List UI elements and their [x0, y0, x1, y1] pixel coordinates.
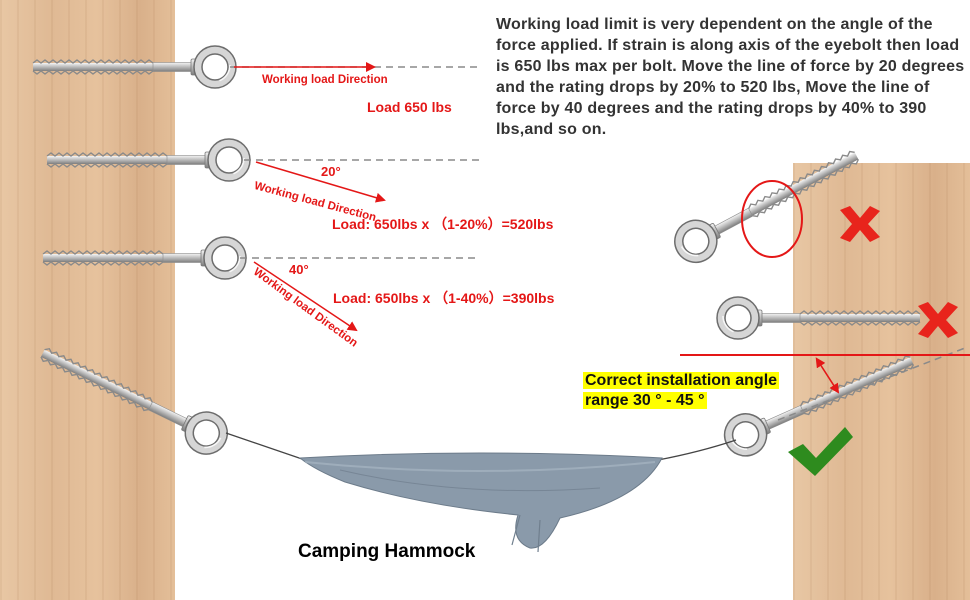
- x-mark-icon: [840, 206, 880, 242]
- load-label-row1: Load 650 lbs: [367, 99, 452, 115]
- info-text: Working load limit is very dependent on …: [496, 16, 965, 138]
- check-mark-icon: [788, 427, 853, 476]
- eyebolt-hammock-left: [35, 336, 230, 456]
- load-label-row2: Load: 650lbs x （1-20%）=520lbs: [332, 216, 554, 232]
- angle-label-row2: 20°: [321, 164, 341, 179]
- direction-label-row1: Working load Direction: [262, 74, 388, 86]
- wood-post-left: [0, 0, 175, 600]
- direction-arrow-row3: [253, 261, 358, 332]
- angle-arrow: [815, 357, 840, 394]
- direction-arrow-row2: [255, 161, 386, 203]
- eyebolt-row3: [43, 239, 242, 275]
- highlight-circle: [741, 180, 803, 258]
- eyebolt-row2: [47, 141, 246, 177]
- eyebolt-wrong-angle: [672, 139, 865, 264]
- correct-angle-line1: Correct installation angle: [583, 372, 780, 389]
- x-mark-icon: [918, 302, 958, 338]
- hammock: [225, 432, 737, 553]
- angle-label-row3: 40°: [289, 262, 309, 277]
- eyebolt-wrong-straight: [721, 299, 920, 335]
- load-label-row3: Load: 650lbs x （1-40%）=390lbs: [333, 290, 555, 306]
- eyebolt-row1: [33, 48, 232, 84]
- correct-angle-line2: range 30 ° - 45 °: [583, 392, 707, 409]
- correct-angle-label: Correct installation angle range 30 ° - …: [583, 371, 780, 411]
- hammock-label: Camping Hammock: [298, 541, 476, 562]
